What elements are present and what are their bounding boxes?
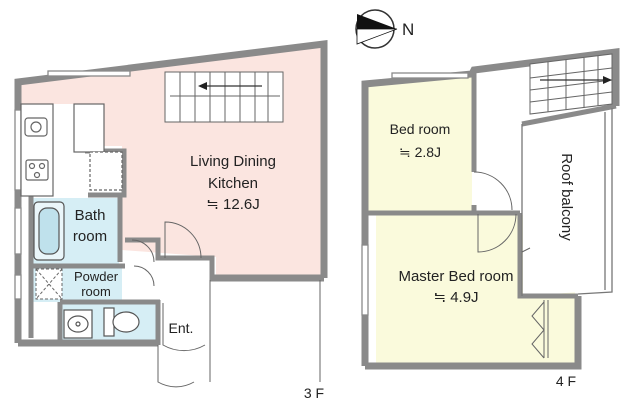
floor-3-plan: Living Dining Kitchen ≒ 12.6J Bath room … xyxy=(14,40,328,401)
floor-4-plan: Bed room ≒ 2.8J Master Bed room ≒ 4.9J R… xyxy=(361,48,620,389)
floor-4-label: 4 F xyxy=(556,373,576,389)
doors-3f xyxy=(131,221,206,388)
master-bedroom-label: Master Bed room xyxy=(398,268,513,285)
roof-balcony xyxy=(523,112,608,296)
stairs-3f xyxy=(164,71,284,123)
washing-machine-icon xyxy=(35,268,63,300)
kitchen-counter xyxy=(20,103,123,197)
stairs-4f xyxy=(529,53,613,115)
bathtub-icon xyxy=(33,201,65,261)
bed-room xyxy=(365,75,472,212)
stairs-4f-arrow xyxy=(540,76,612,84)
closet-4f xyxy=(531,300,549,359)
powder-label-line2: room xyxy=(81,284,111,299)
roof-balcony-label: Roof balcony xyxy=(558,153,575,241)
master-bedroom-area: ≒ 4.9J xyxy=(433,289,478,306)
compass-label: N xyxy=(402,20,414,39)
toilet-icon xyxy=(103,307,140,337)
wash-basin-icon xyxy=(63,309,93,339)
bedroom-area: ≒ 2.8J xyxy=(399,144,441,160)
doors-4f xyxy=(473,171,531,253)
bath-label-line1: Bath xyxy=(75,207,106,224)
ldk-label-line2: Kitchen xyxy=(208,175,258,192)
ldk-label-line1: Living Dining xyxy=(190,153,276,170)
floor-3-label: 3 F xyxy=(304,385,324,401)
ldk-area: ≒ 12.6J xyxy=(206,196,259,213)
bath-label-line2: room xyxy=(73,228,107,245)
powder-label-line1: Powder xyxy=(74,269,119,284)
entrance-label: Ent. xyxy=(169,320,194,336)
stairs-direction-arrow xyxy=(198,82,262,90)
bedroom-label: Bed room xyxy=(390,121,451,137)
compass-icon: N xyxy=(355,9,414,49)
